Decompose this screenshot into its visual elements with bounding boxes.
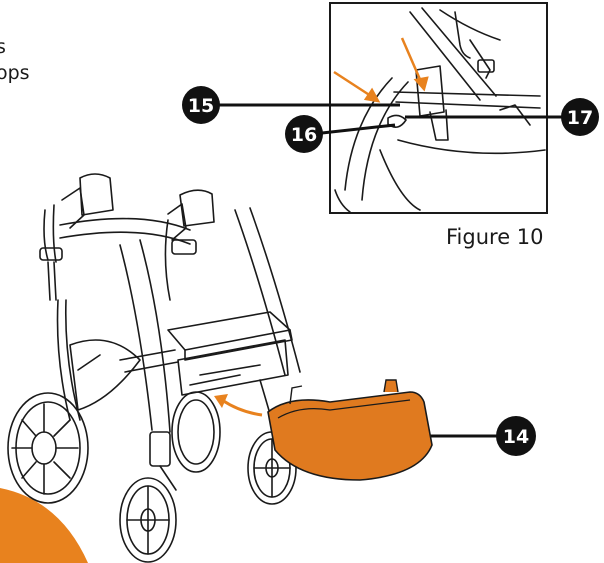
- callout-17-label: 17: [567, 107, 593, 129]
- corner-accent-shape: [0, 488, 88, 563]
- footrest-bag: [267, 379, 433, 481]
- callout-14-label: 14: [503, 426, 529, 448]
- rollator-frame: [7, 173, 301, 563]
- cut-text-line-2: ops: [0, 62, 30, 84]
- cut-off-text: s ops: [0, 34, 30, 86]
- arrow-icon: [333, 37, 429, 103]
- callout-17: 17: [561, 98, 599, 136]
- callout-16-label: 16: [291, 124, 317, 146]
- cut-text-line-1: s: [0, 36, 6, 58]
- callout-15-label: 15: [188, 95, 214, 117]
- callout-14: 14: [496, 416, 536, 456]
- callout-15: 15: [182, 86, 220, 124]
- detail-inset: [329, 2, 548, 214]
- callout-16: 16: [285, 115, 323, 153]
- figure-caption: Figure 10: [446, 225, 544, 249]
- arrow-icon: [214, 394, 263, 417]
